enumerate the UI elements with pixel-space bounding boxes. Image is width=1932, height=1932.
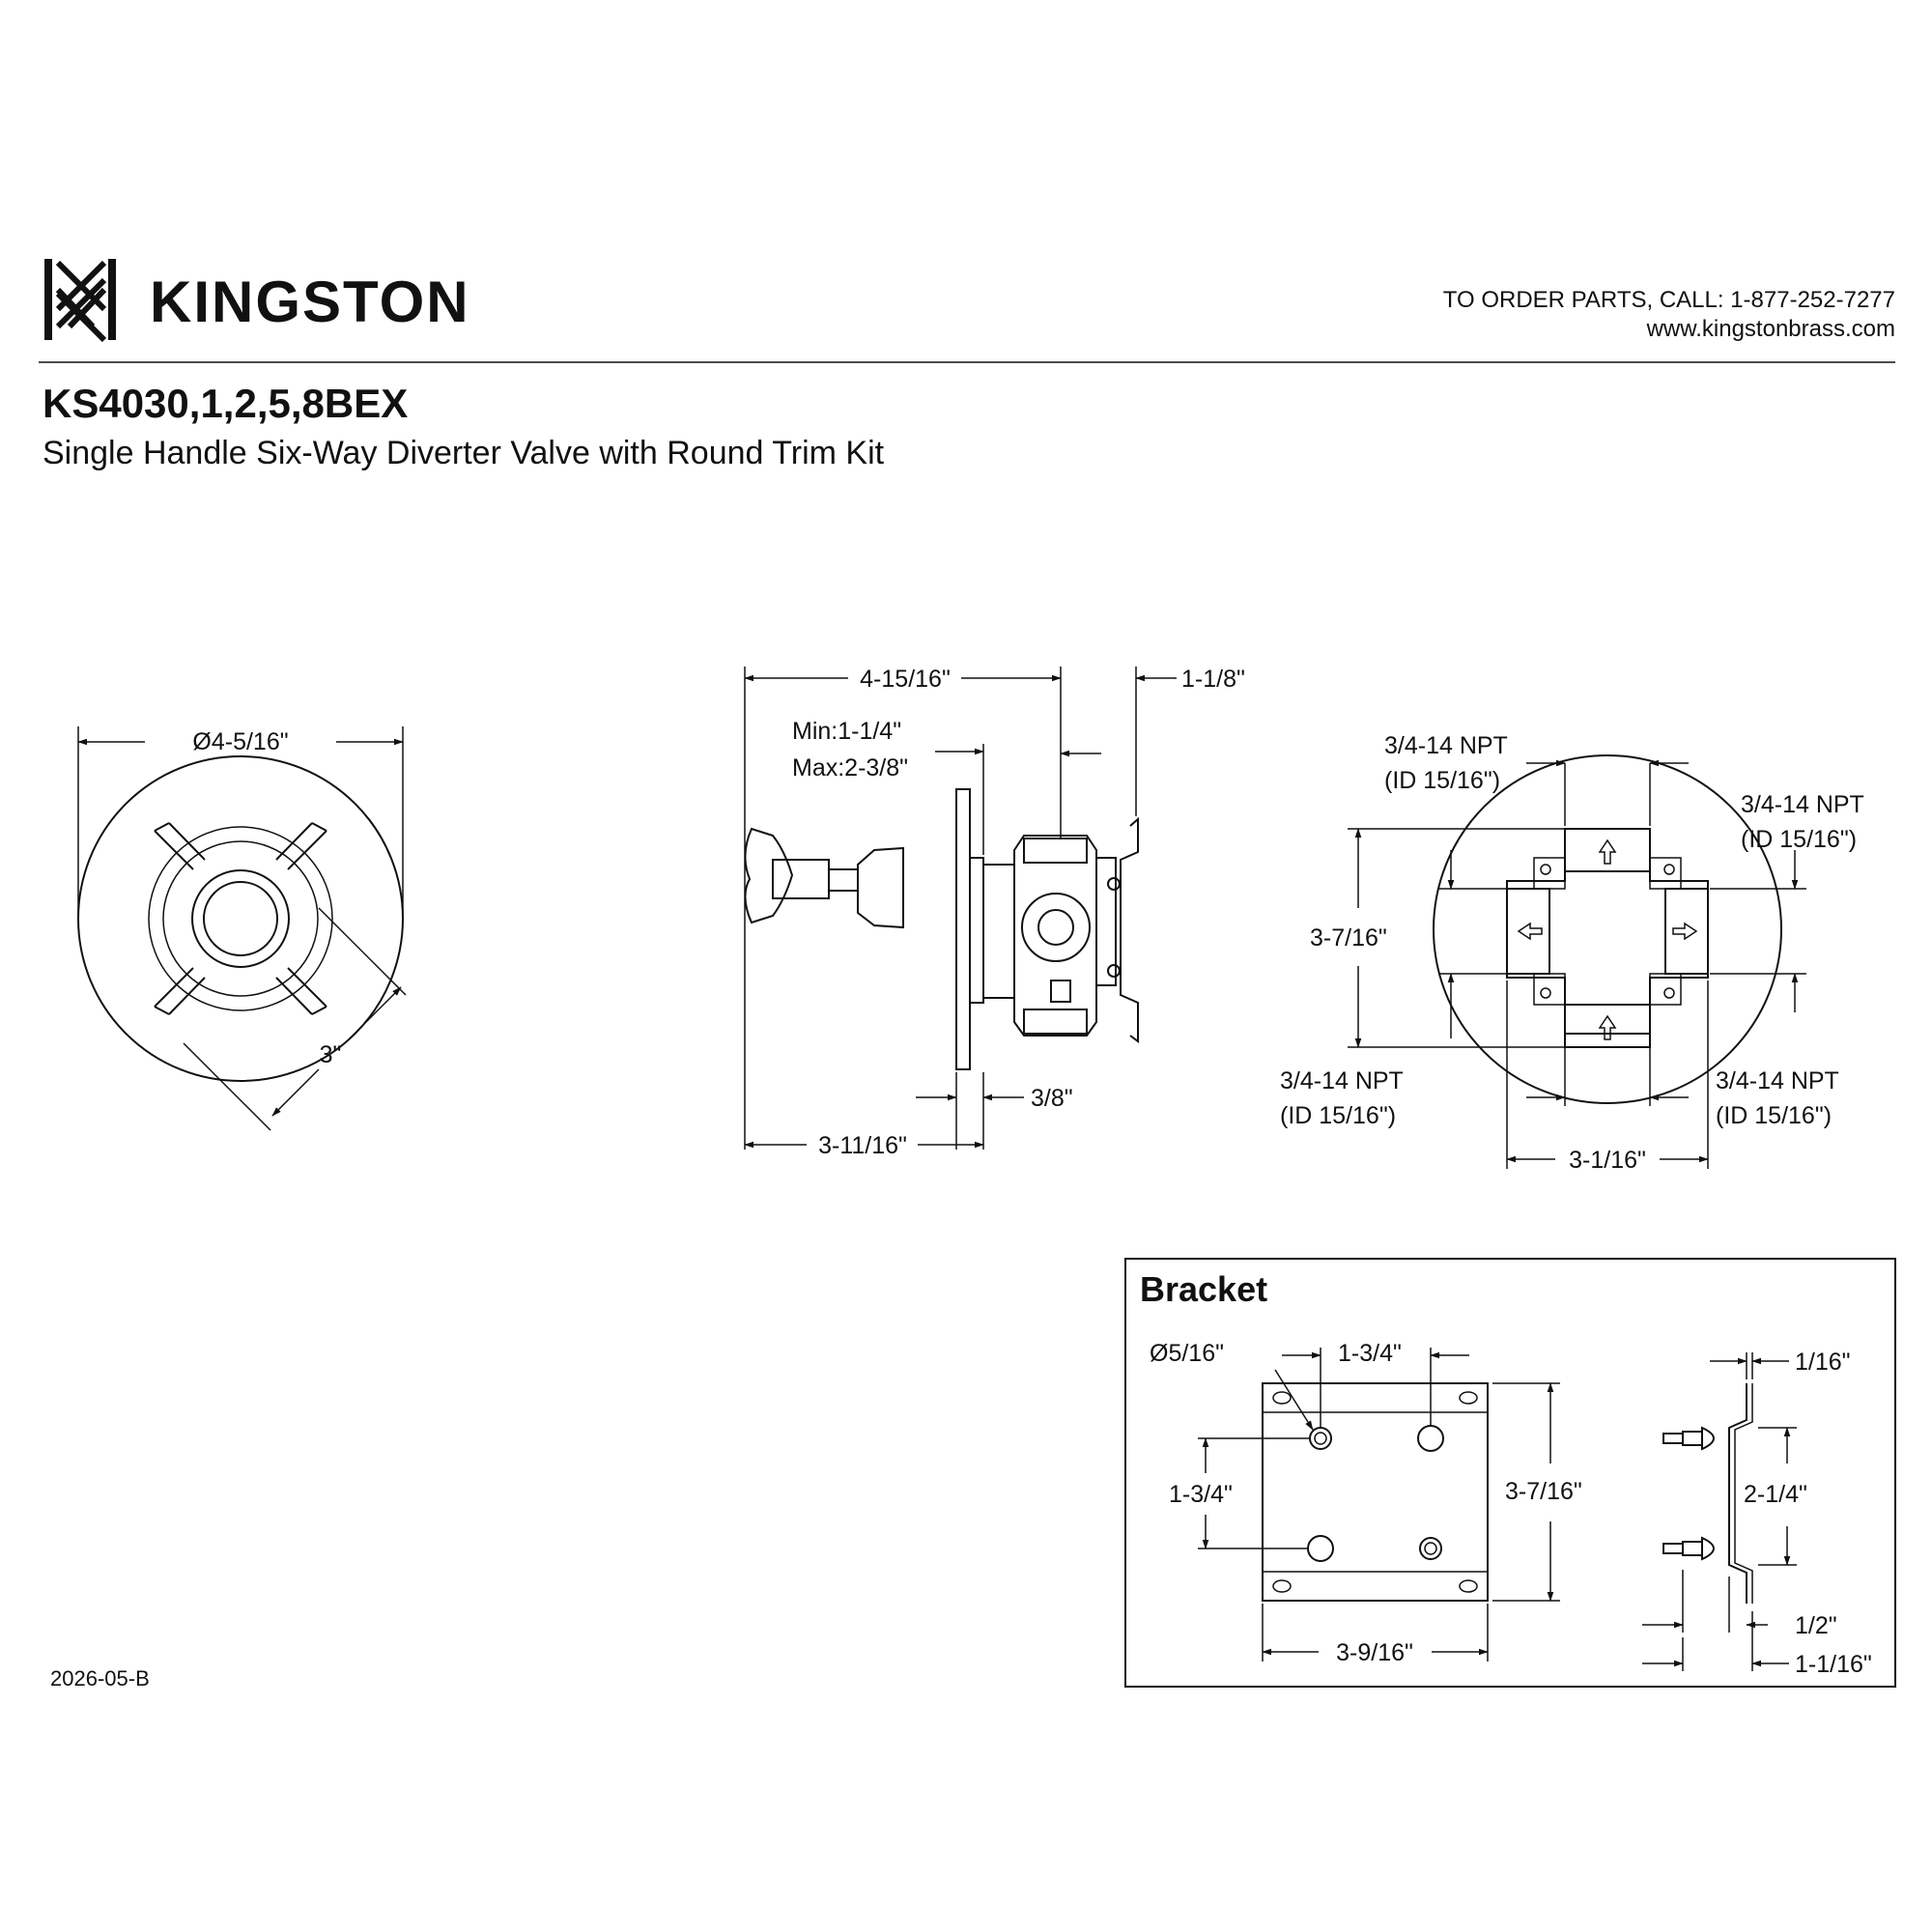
kingston-logo-icon [44, 259, 116, 343]
mounting-tabs [1533, 857, 1682, 1006]
port-width-label: 3-1/16" [1569, 1147, 1646, 1174]
bracket-offset-label: 1/2" [1795, 1612, 1837, 1639]
handle-hub [191, 869, 290, 968]
model-number: KS4030,1,2,5,8BEX [43, 381, 408, 426]
bracket-depth-label: 1-1/16" [1795, 1651, 1872, 1678]
website-link[interactable]: www.kingstonbrass.com [1646, 316, 1895, 342]
right-port-id-label: (ID 15/16") [1741, 826, 1857, 853]
product-description: Single Handle Six-Way Diverter Valve wit… [43, 435, 885, 471]
bottom-left-port-label: 3/4-14 NPT [1280, 1067, 1404, 1094]
bracket-hole-dia-label: Ø5/16" [1150, 1340, 1224, 1367]
side-port [1021, 893, 1091, 962]
port-height-label: 3-7/16" [1310, 924, 1387, 952]
bracket-side-profile [1662, 1383, 1753, 1604]
bracket-frame [1124, 1258, 1896, 1688]
bracket-height-label: 3-7/16" [1505, 1478, 1582, 1505]
bracket-heading: Bracket [1140, 1269, 1267, 1309]
bottom-right-port-label: 3/4-14 NPT [1716, 1067, 1839, 1094]
trim-plate-profile [955, 788, 971, 1070]
port-right [1664, 888, 1709, 975]
side-overall-depth-label: 4-15/16" [860, 666, 951, 693]
side-view: 4-15/16" 1-1/8" Min:1-1/4" Max:2-3/8" 3/… [744, 666, 1245, 1159]
port-left [1506, 888, 1550, 975]
bottom-right-port-id-label: (ID 15/16") [1716, 1102, 1832, 1129]
handle-profile [744, 827, 794, 924]
port-bottom [1564, 1004, 1651, 1048]
front-view: Ø4-5/16" 3" [77, 726, 407, 1131]
side-depth-label: 3-11/16" [818, 1132, 907, 1159]
flow-arrow-icon [1517, 838, 1698, 1040]
port-view-circle [1433, 754, 1782, 1104]
bracket-stud-spacing-label: 2-1/4" [1744, 1481, 1807, 1508]
bottom-left-port-id-label: (ID 15/16") [1280, 1102, 1396, 1129]
side-bracket-offset-label: 1-1/8" [1181, 666, 1245, 693]
top-port-label: 3/4-14 NPT [1384, 732, 1508, 759]
valve-body [1013, 835, 1097, 1037]
side-max-label: Max:2-3/8" [792, 754, 908, 781]
brand-name: KINGSTON [150, 270, 470, 334]
order-phone: TO ORDER PARTS, CALL: 1-877-252-7277 [1443, 287, 1895, 313]
bracket-thickness-label: 1/16" [1795, 1349, 1851, 1376]
port-view: 3/4-14 NPT (ID 15/16") 3/4-14 NPT (ID 15… [1280, 732, 1864, 1174]
side-min-label: Min:1-1/4" [792, 718, 901, 745]
top-port-id-label: (ID 15/16") [1384, 767, 1500, 794]
side-plate-label: 3/8" [1031, 1085, 1073, 1112]
trim-plate [77, 755, 404, 1082]
bracket-hole-spacing-v-label: 1-3/4" [1169, 1481, 1233, 1508]
right-port-label: 3/4-14 NPT [1741, 791, 1864, 818]
bracket-width-label: 3-9/16" [1336, 1639, 1413, 1666]
bracket-panel: Bracket Ø5/16" 1-3/4" 1-3/4" [1124, 1258, 1896, 1688]
bracket-hole [1309, 1427, 1332, 1450]
bracket-profile [1120, 816, 1139, 1043]
document-code: 2026-05-B [50, 1666, 150, 1690]
bracket-plate [1262, 1382, 1489, 1602]
cross-handle-icon [154, 822, 327, 1015]
bracket-hole-spacing-h-label: 1-3/4" [1338, 1340, 1402, 1367]
port-top [1564, 828, 1651, 872]
front-diameter-label: Ø4-5/16" [192, 728, 288, 755]
front-handle-label: 3" [320, 1041, 342, 1068]
